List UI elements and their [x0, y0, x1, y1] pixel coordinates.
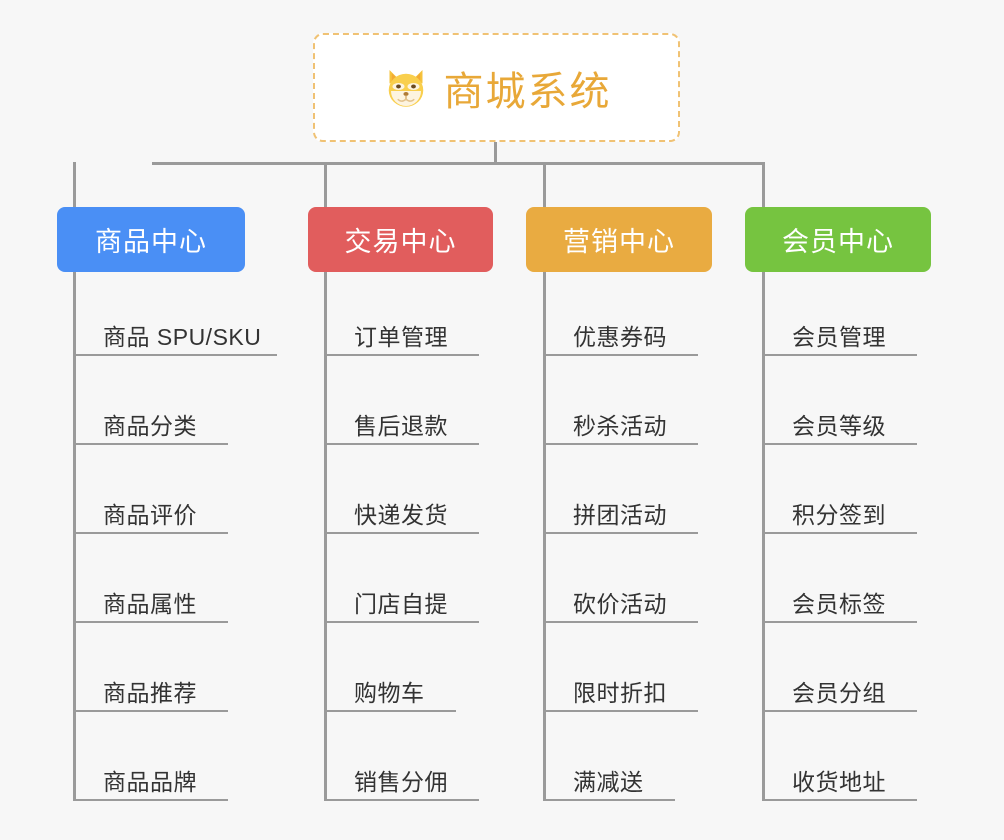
leaf-item-label: 限时折扣	[573, 679, 667, 706]
leaf-item-label: 会员等级	[792, 412, 886, 439]
trunk-line-trade-center	[324, 272, 327, 801]
leaf-item-label: 商品属性	[103, 590, 197, 617]
leaf-item-label: 收货地址	[792, 768, 886, 795]
trunk-line-marketing-center	[543, 272, 546, 801]
leaf-item[interactable]: 收货地址	[762, 753, 917, 801]
leaf-item[interactable]: 秒杀活动	[543, 397, 698, 445]
leaf-item[interactable]: 优惠券码	[543, 308, 698, 356]
leaf-item[interactable]: 砍价活动	[543, 575, 698, 623]
leaf-item-label: 商品 SPU/SKU	[103, 323, 262, 350]
leaf-item[interactable]: 限时折扣	[543, 664, 698, 712]
leaf-item[interactable]: 订单管理	[324, 308, 479, 356]
leaf-item-label: 门店自提	[354, 590, 448, 617]
leaf-item[interactable]: 会员分组	[762, 664, 917, 712]
connector-drop-trade-center	[324, 162, 327, 207]
root-node[interactable]: 商城系统	[313, 33, 680, 142]
leaf-item-label: 积分签到	[792, 501, 886, 528]
leaf-item[interactable]: 会员管理	[762, 308, 917, 356]
category-label: 交易中心	[344, 227, 457, 257]
connector-root-stem	[494, 142, 497, 164]
leaf-item-label: 优惠券码	[573, 323, 667, 350]
leaf-item-label: 订单管理	[354, 323, 448, 350]
leaf-item-label: 砍价活动	[573, 590, 667, 617]
category-node-trade-center[interactable]: 交易中心	[308, 207, 493, 272]
leaf-item[interactable]: 会员标签	[762, 575, 917, 623]
category-node-product-center[interactable]: 商品中心	[57, 207, 245, 272]
leaf-item-label: 商品评价	[103, 501, 197, 528]
leaf-item[interactable]: 商品分类	[73, 397, 228, 445]
leaf-item-label: 会员标签	[792, 590, 886, 617]
category-node-marketing-center[interactable]: 营销中心	[526, 207, 712, 272]
connector-drop-product-center	[73, 162, 76, 207]
category-label: 会员中心	[782, 227, 894, 257]
leaf-item[interactable]: 商品品牌	[73, 753, 228, 801]
leaf-item-label: 商品品牌	[103, 768, 197, 795]
connector-horizontal-bus	[152, 162, 765, 165]
leaf-item[interactable]: 售后退款	[324, 397, 479, 445]
leaf-item[interactable]: 商品推荐	[73, 664, 228, 712]
leaf-item-label: 购物车	[354, 679, 425, 706]
trunk-line-product-center	[73, 272, 76, 801]
leaf-item[interactable]: 商品属性	[73, 575, 228, 623]
leaf-item-label: 商品推荐	[103, 679, 197, 706]
leaf-item[interactable]: 销售分佣	[324, 753, 479, 801]
leaf-item[interactable]: 购物车	[324, 664, 456, 712]
leaf-item-label: 商品分类	[103, 412, 197, 439]
leaf-item-label: 会员管理	[792, 323, 886, 350]
leaf-item[interactable]: 门店自提	[324, 575, 479, 623]
connector-drop-marketing-center	[543, 162, 546, 207]
leaf-item[interactable]: 快递发货	[324, 486, 479, 534]
leaf-item[interactable]: 会员等级	[762, 397, 917, 445]
leaf-item-label: 售后退款	[354, 412, 448, 439]
category-node-member-center[interactable]: 会员中心	[745, 207, 931, 272]
leaf-item[interactable]: 积分签到	[762, 486, 917, 534]
leaf-item-label: 会员分组	[792, 679, 886, 706]
leaf-item-label: 秒杀活动	[573, 412, 667, 439]
leaf-item[interactable]: 商品评价	[73, 486, 228, 534]
shiba-dog-face-icon	[382, 64, 430, 112]
leaf-item-label: 快递发货	[354, 501, 448, 528]
root-title: 商城系统	[443, 69, 612, 114]
leaf-item[interactable]: 拼团活动	[543, 486, 698, 534]
trunk-line-member-center	[762, 272, 765, 801]
leaf-item[interactable]: 满减送	[543, 753, 675, 801]
connector-drop-member-center	[762, 162, 765, 207]
category-label: 营销中心	[563, 227, 675, 257]
leaf-item-label: 满减送	[573, 768, 644, 795]
leaf-item-label: 销售分佣	[354, 768, 448, 795]
leaf-item[interactable]: 商品 SPU/SKU	[73, 308, 277, 356]
leaf-item-label: 拼团活动	[573, 501, 667, 528]
category-label: 商品中心	[95, 227, 207, 257]
